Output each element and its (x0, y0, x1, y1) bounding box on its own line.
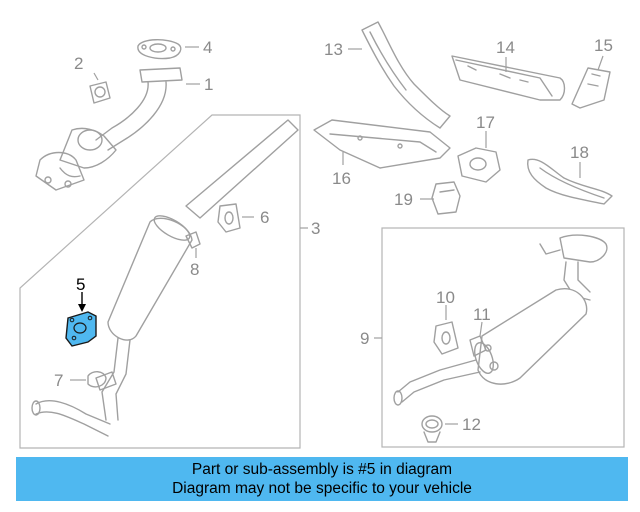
callout-3: 3 (311, 219, 320, 238)
isolator-part-19[interactable] (431, 181, 461, 215)
hanger-part-17[interactable] (457, 147, 501, 183)
callout-6: 6 (260, 208, 269, 227)
callout-7: 7 (54, 371, 63, 390)
info-banner: Part or sub-assembly is #5 in diagram Di… (16, 457, 628, 501)
callout-12: 12 (462, 415, 481, 434)
clamp-part-12[interactable] (421, 415, 443, 443)
callout-13: 13 (324, 40, 343, 59)
bracket-part-8[interactable] (185, 231, 201, 249)
callout-11: 11 (473, 305, 491, 324)
muffler-assembly-part-3[interactable] (31, 119, 299, 437)
isolator-part-6[interactable] (217, 203, 241, 233)
isolator-part-10[interactable] (433, 321, 459, 355)
callout-19: 19 (394, 190, 413, 209)
bracket-part-11[interactable] (469, 335, 487, 357)
front-pipe-part-1[interactable] (35, 67, 183, 191)
heat-shield-part-14[interactable] (451, 55, 566, 101)
banner-line-1: Part or sub-assembly is #5 in diagram (191, 461, 453, 478)
callout-4: 4 (203, 38, 212, 57)
heat-shield-part-16[interactable] (313, 119, 451, 169)
callout-16: 16 (332, 169, 351, 188)
muffler-assembly-part-9[interactable] (393, 234, 608, 406)
bracket-part-15[interactable] (571, 67, 611, 109)
callout-18: 18 (570, 143, 589, 162)
highlighted-part-5[interactable] (65, 311, 97, 347)
gasket-part-2[interactable] (89, 81, 111, 104)
callout-9: 9 (360, 329, 369, 348)
gasket-part-4[interactable] (137, 39, 182, 60)
heat-shield-part-18[interactable] (527, 158, 613, 205)
callout-17: 17 (476, 113, 495, 132)
heat-shield-part-13[interactable] (361, 21, 451, 129)
callout-2: 2 (74, 54, 83, 73)
callout-10: 10 (436, 288, 455, 307)
callout-15: 15 (594, 36, 613, 55)
callout-1: 1 (204, 75, 213, 94)
callout-14: 14 (496, 38, 515, 57)
callout-5: 5 (76, 275, 85, 294)
group-3-frame (19, 114, 301, 449)
clamp-part-7[interactable] (87, 371, 107, 388)
banner-line-2: Diagram may not be specific to your vehi… (172, 480, 472, 497)
callout-8: 8 (190, 260, 199, 279)
